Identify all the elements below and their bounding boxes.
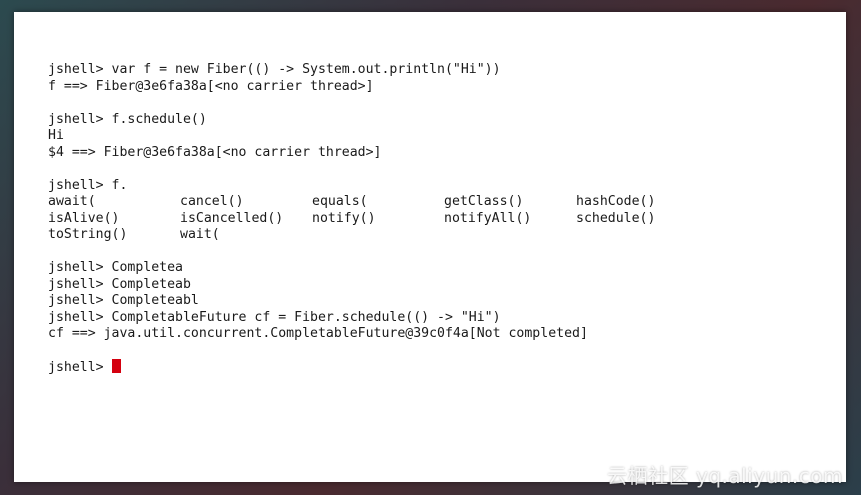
completion-item: isAlive() <box>48 210 120 226</box>
terminal-line: Hi <box>48 128 64 143</box>
terminal-line: jshell> Completea <box>48 260 183 275</box>
terminal-line: jshell> f. <box>48 177 128 193</box>
completion-item: wait( <box>180 227 220 242</box>
terminal-line: jshell> CompletableFuture cf = Fiber.sch… <box>48 309 501 325</box>
terminal-window[interactable]: jshell> var f = new Fiber(() -> System.o… <box>48 62 826 462</box>
completion-item: schedule() <box>576 210 656 226</box>
terminal-line: jshell> Completeab <box>48 276 191 292</box>
prompt-line[interactable]: jshell> <box>48 359 826 376</box>
completion-row: toString() wait( <box>48 227 826 244</box>
terminal-line: cf ==> java.util.concurrent.CompletableF… <box>48 326 588 341</box>
completion-item: toString() <box>48 227 128 242</box>
completion-item: notify() <box>312 210 376 226</box>
prompt-text: jshell> <box>48 360 112 375</box>
watermark: 云栖社区 yq.aliyun.com <box>607 464 843 488</box>
completion-item: getClass() <box>444 194 524 209</box>
completion-item: equals( <box>312 194 368 209</box>
completion-row: await( cancel() equals( getClass() hashC… <box>48 194 826 211</box>
terminal-line: $4 ==> Fiber@3e6fa38a[<no carrier thread… <box>48 144 382 160</box>
completion-item: await( <box>48 194 96 209</box>
completion-item: notifyAll() <box>444 210 532 226</box>
completion-item: hashCode() <box>576 194 656 209</box>
terminal-line: jshell> Completeabl <box>48 293 199 308</box>
completion-row: isAlive() isCancelled() notify() notifyA… <box>48 211 826 228</box>
completion-item: isCancelled() <box>180 210 284 226</box>
terminal-line: jshell> f.schedule() <box>48 111 207 127</box>
terminal-line: f ==> Fiber@3e6fa38a[<no carrier thread>… <box>48 78 374 94</box>
completion-item: cancel() <box>180 194 244 209</box>
terminal-line: jshell> var f = new Fiber(() -> System.o… <box>48 62 501 77</box>
text-cursor <box>111 359 121 373</box>
screenshot-frame: jshell> var f = new Fiber(() -> System.o… <box>14 12 846 482</box>
